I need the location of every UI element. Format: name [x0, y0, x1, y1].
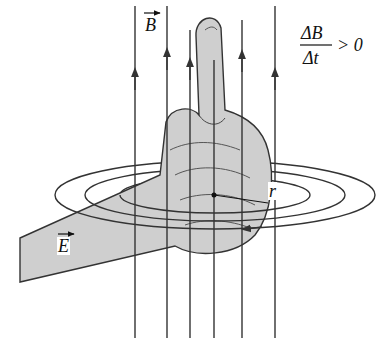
symbol-label: Δt [302, 49, 320, 67]
vector-arrow [144, 12, 160, 13]
magnetic-field-lines [135, 6, 275, 338]
symbol-label: B [144, 16, 157, 34]
symbol-label: E [57, 237, 70, 255]
symbol-label: r [268, 182, 277, 200]
vector-arrow [58, 233, 74, 234]
symbol-label: ΔB [300, 24, 324, 42]
fraction-bar [300, 44, 332, 45]
radius-line [214, 195, 268, 203]
symbol-label: > 0 [336, 36, 364, 54]
loop-direction-arrow [246, 227, 262, 229]
right-hand [20, 18, 272, 282]
field-loops-front [55, 195, 375, 229]
